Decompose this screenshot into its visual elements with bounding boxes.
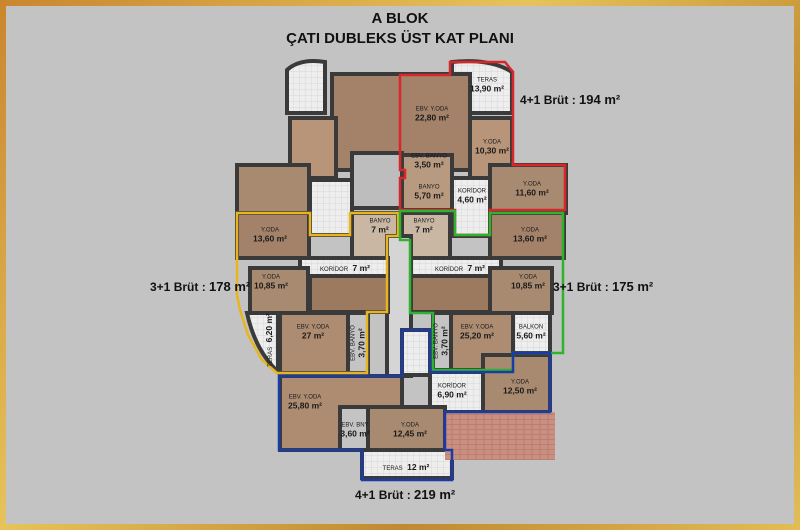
unit-area-label-green: 3+1 Brüt : 175 m² — [553, 279, 654, 294]
block-title: A BLOK — [371, 10, 429, 27]
teras-curve — [244, 311, 280, 377]
room-label: KORİDOR 7 m² — [320, 262, 370, 273]
brick-roof — [445, 412, 555, 460]
unit-area-label-yellow: 3+1 Brüt : 178 m² — [150, 279, 251, 294]
room-label: TERAS 6,20 m² — [263, 313, 274, 367]
room-label: KORİDOR 7 m² — [435, 262, 485, 273]
teras-left — [285, 59, 327, 115]
unit-area-label-blue: 4+1 Brüt : 219 m² — [355, 487, 456, 502]
plan-subtitle: ÇATI DUBLEKS ÜST KAT PLANI — [286, 30, 514, 47]
room-label: TERAS 12 m² — [382, 461, 430, 472]
unit-outline-blue — [277, 328, 552, 482]
unit-area-label-red: 4+1 Brüt : 194 m² — [520, 92, 621, 107]
unit-outline-yellow — [235, 211, 400, 375]
